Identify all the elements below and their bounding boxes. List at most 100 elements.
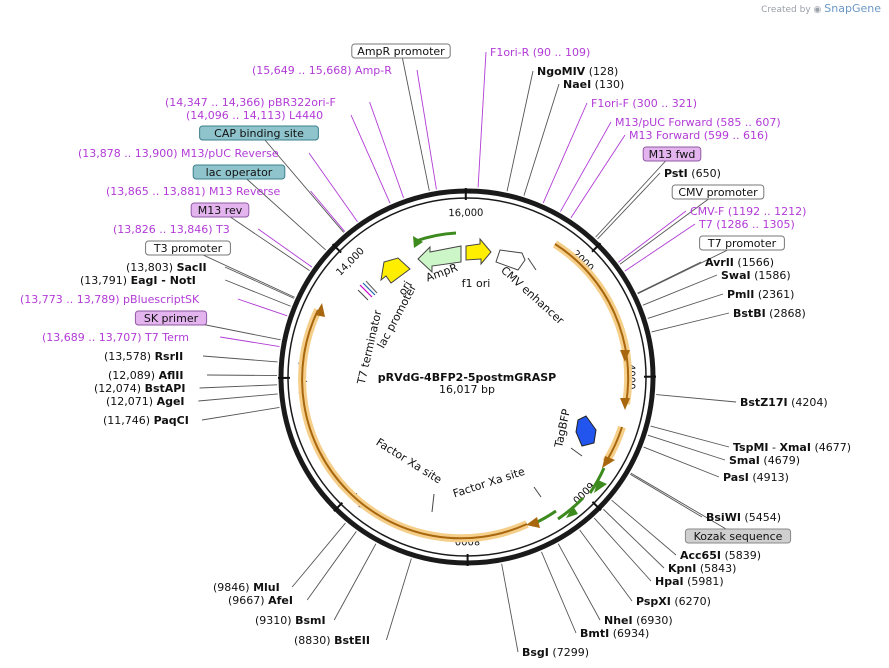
- leader-line: [501, 563, 519, 653]
- outer-label: (12,074) BstAPI: [94, 382, 185, 395]
- orf-arc-right-core: [554, 243, 630, 405]
- orf-arrowhead-3: [602, 456, 615, 468]
- site-name: NaeI: [563, 78, 591, 91]
- outer-label: BstZ17I (4204): [740, 396, 828, 409]
- outer-label: KpnI (5843): [668, 562, 736, 575]
- green-arc-top: [415, 231, 457, 243]
- outer-label: T7 (1286 .. 1305): [698, 218, 795, 231]
- label-box: [134, 310, 208, 326]
- svg-text:(8830) BstEII: (8830) BstEII: [294, 634, 370, 647]
- svg-text:PstI (650): PstI (650): [664, 167, 721, 180]
- leader-line: [647, 293, 724, 319]
- outer-label: M13 Forward (599 .. 616): [629, 129, 768, 142]
- svg-text:(14,096 .. 14,113) L4440: (14,096 .. 14,113) L4440: [186, 109, 323, 122]
- outer-label: AvrII (1566): [705, 256, 774, 269]
- site-name: BstAPI: [145, 382, 186, 395]
- outer-label: SmaI (4679): [729, 454, 800, 467]
- lac-region-marks: [357, 280, 378, 301]
- svg-text:(13,826 .. 13,846) T3: (13,826 .. 13,846) T3: [113, 223, 230, 236]
- svg-text:NheI (6930): NheI (6930): [604, 614, 673, 627]
- leader-line: [570, 134, 626, 219]
- outer-label: (13,689 .. 13,707) T7 Term: [42, 331, 189, 344]
- leader-line: [629, 473, 703, 518]
- ampr-feature-arrow: [417, 245, 462, 274]
- site-position: (6930): [633, 614, 673, 627]
- leader-line: [477, 51, 487, 188]
- outer-label: M13 fwd: [642, 146, 702, 162]
- tick-mark: [333, 501, 344, 512]
- site-position: (2868): [766, 307, 806, 320]
- site-name: HpaI: [655, 575, 684, 588]
- label-text: T7 (1286 .. 1305): [698, 218, 795, 231]
- svg-text:F1ori-F (300 .. 321): F1ori-F (300 .. 321): [591, 97, 697, 110]
- cmv-enhancer-feature-arrow: [495, 249, 526, 271]
- site-position: (4913): [749, 471, 789, 484]
- label-text: (9667): [228, 594, 268, 607]
- outer-label: (11,746) PaqCI: [103, 414, 189, 427]
- site-position: (130): [591, 78, 624, 91]
- feature-label: CMV enhancer: [498, 264, 566, 327]
- orf-arrowhead-5: [315, 303, 325, 317]
- outer-label: (13,826 .. 13,846) T3: [113, 223, 230, 236]
- plasmid-name: pRVdG-4BFP2-5postmGRASP: [378, 371, 557, 384]
- leader-line: [651, 312, 730, 333]
- plasmid-center-title: pRVdG-4BFP2-5postmGRASP 16,017 bp: [378, 371, 557, 396]
- label-box: [145, 240, 231, 256]
- svg-text:SK primer: SK primer: [144, 312, 199, 325]
- leader-line: [593, 517, 652, 582]
- site-name: PasI: [723, 471, 749, 484]
- leader-line: [187, 247, 295, 298]
- outer-label: (9846) MluI: [213, 581, 280, 594]
- leader-line: [219, 209, 310, 271]
- outer-label: NgoMIV (128): [537, 65, 618, 78]
- outer-label: Acc65I (5839): [680, 549, 761, 562]
- site-position: (5981): [684, 575, 724, 588]
- label-text: M13 Forward (599 .. 616): [629, 129, 768, 142]
- factor-xa-tick-1: [533, 486, 542, 498]
- orf-arrowhead-1: [620, 350, 630, 362]
- feature-arcs: [298, 231, 633, 543]
- svg-text:M13 fwd: M13 fwd: [649, 148, 696, 161]
- leader-line: [257, 228, 313, 268]
- outer-label: M13/pUC Forward (585 .. 607): [615, 116, 781, 129]
- snapgene-logo-icon: ◉: [813, 5, 822, 15]
- site-position: (2361): [754, 288, 794, 301]
- svg-text:(13,689 .. 13,707) T7 Term: (13,689 .. 13,707) T7 Term: [42, 331, 189, 344]
- leader-line: [369, 101, 404, 199]
- leader-line: [201, 406, 280, 421]
- orf-arrowhead-2: [620, 398, 630, 410]
- svg-text:CAP binding site: CAP binding site: [214, 127, 304, 140]
- svg-text:M13 rev: M13 rev: [198, 204, 243, 217]
- label-text: Kozak sequence: [694, 530, 783, 543]
- svg-text:PmlI (2361): PmlI (2361): [727, 288, 794, 301]
- outer-label: SwaI (1586): [721, 269, 791, 282]
- outer-label: T7 promoter: [699, 235, 785, 251]
- site-name: BsmI: [295, 614, 326, 627]
- leader-line: [225, 279, 291, 307]
- tick-mark: [591, 501, 602, 512]
- site-name: SwaI: [721, 269, 751, 282]
- outer-label: BstBI (2868): [733, 307, 806, 320]
- leader-line: [306, 531, 357, 601]
- site-name: SmaI: [729, 454, 760, 467]
- orf-arrowhead-4: [526, 517, 540, 528]
- site-name: KpnI: [668, 562, 696, 575]
- outer-label: BmtI (6934): [580, 627, 649, 640]
- plasmid-length: 16,017 bp: [439, 383, 495, 396]
- outer-label: (13,865 .. 13,881) M13 Reverse: [106, 185, 280, 198]
- label-text: (15,649 .. 15,668) Amp-R: [252, 64, 392, 77]
- site-name: AflII: [159, 369, 184, 382]
- label-box: [671, 184, 765, 200]
- outer-label: (13,878 .. 13,900) M13/pUC Reverse: [78, 147, 279, 160]
- outer-label: lac operator: [192, 164, 286, 180]
- svg-text:(9667) AfeI: (9667) AfeI: [228, 594, 293, 607]
- outer-label: HpaI (5981): [655, 575, 724, 588]
- svg-text:M13/pUC Forward (585 .. 607: M13/pUC Forward (585 .. 607): [615, 116, 781, 129]
- outer-label: (12,071) AgeI: [106, 395, 185, 408]
- svg-text:BstZ17I (4204): BstZ17I (4204): [740, 396, 828, 409]
- svg-text:BsgI (7299): BsgI (7299): [522, 646, 589, 659]
- outer-label: CAP binding site: [199, 125, 319, 141]
- credit-brand: SnapGene: [824, 2, 881, 15]
- site-name: AvrII: [705, 256, 734, 269]
